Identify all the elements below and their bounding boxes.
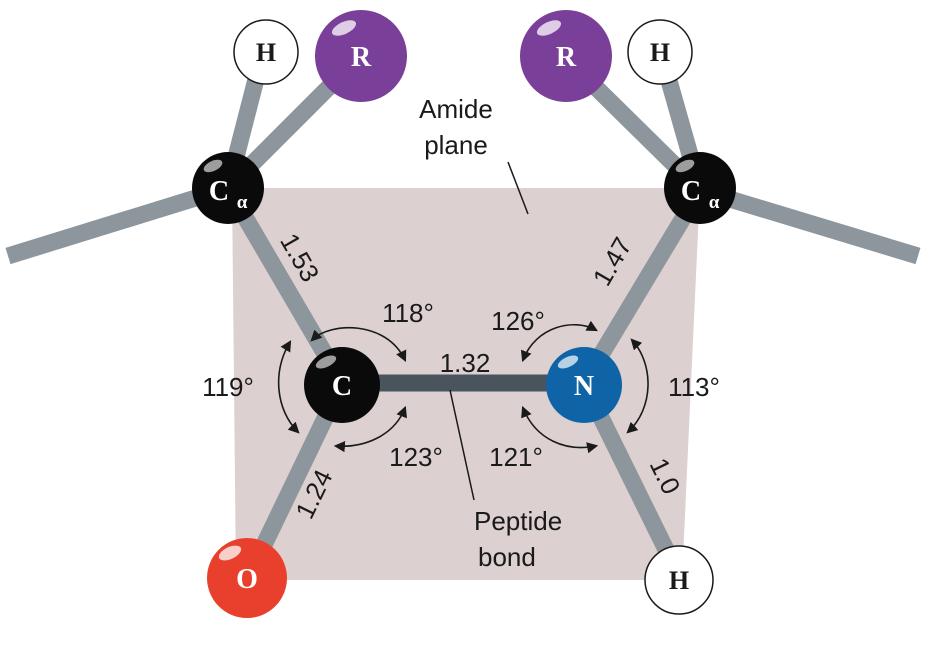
atom-h-top-right: H [627,19,693,85]
atom-amide-h-label: H [669,566,689,595]
arc-o-c-n [333,405,407,453]
bond-n-ca-right [576,185,708,388]
arc-ca-c-n [310,326,407,363]
angle-label-o-c-n: 123° [389,442,443,472]
angle-label-c-n-h: 121° [489,442,543,472]
atom-h-top-left-label: H [256,38,276,67]
atom-carbonyl-c-label: C [332,371,352,402]
bond-ca-right-outer [697,181,921,265]
callout-peptide-bond-leader [449,389,475,501]
atom-ca-left: C α [192,152,264,224]
atom-carbonyl-o: O [207,538,287,618]
angle-arcs [277,320,649,454]
atom-ca-left-label: C [209,176,229,207]
atom-amide-n: N [546,347,622,423]
atom-r-left-label: R [351,42,372,73]
angle-label-ca-c-o: 119° [202,372,254,402]
arc-ca-n-h [626,338,649,434]
angle-label-ca-c-n: 118° [382,298,434,328]
atom-amide-h: H [644,545,714,615]
callout-peptide-bond-line2: bond [478,542,536,572]
atom-ca-right-label: C [681,176,701,207]
callout-amide-plane-line2: plane [424,130,488,160]
bond-ca-left-outer [5,179,231,265]
atom-r-right: R [520,10,612,102]
atom-ca-left-alpha: α [237,192,248,213]
atom-r-right-label: R [556,42,577,73]
atom-r-left: R [315,10,407,102]
arc-c-n-h [521,405,599,454]
arc-c-n-ca [520,320,598,363]
atom-carbonyl-c: C [304,347,380,423]
atom-carbonyl-o-label: O [236,564,258,595]
atom-h-top-right-label: H [650,38,670,67]
atom-h-top-left: H [233,19,299,85]
atom-ca-right-alpha: α [709,192,720,213]
callout-amide-plane-line1: Amide [419,94,493,124]
bond-length-c-n: 1.32 [440,348,491,378]
atom-amide-n-label: N [574,371,594,402]
arc-ca-c-o [277,340,300,434]
angle-label-ca-n-h: 113° [668,372,720,402]
callout-peptide-bond-line1: Peptide [474,506,562,536]
atom-ca-right: C α [664,152,736,224]
angle-label-c-n-ca: 126° [491,306,545,336]
callout-amide-plane-leader [507,161,529,215]
